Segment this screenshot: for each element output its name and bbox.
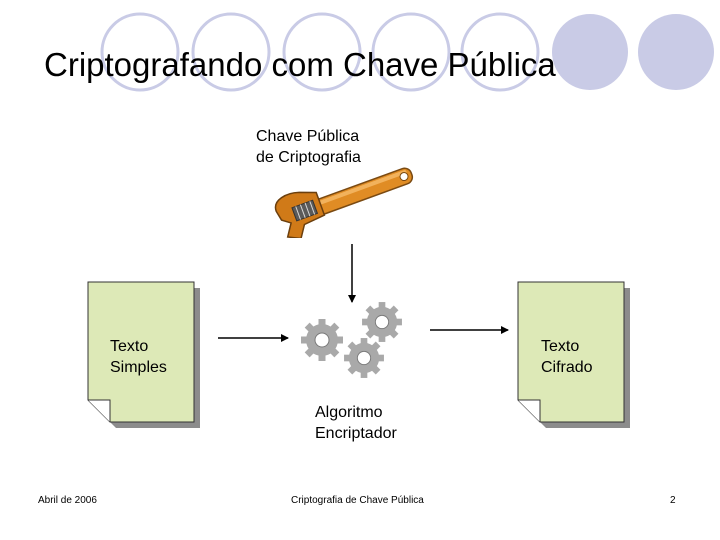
plain-text-label: Texto Simples [110,336,167,378]
slide-title: Criptografando com Chave Pública [44,46,556,84]
page-number: 2 [670,495,676,506]
wrench-icon [268,158,428,238]
algorithm-label-line-1: Algoritmo [315,402,397,423]
footer-date: Abril de 2006 [38,495,97,506]
footer-title: Criptografia de Chave Pública [291,495,424,506]
public-key-label-line-1: Chave Pública [256,126,361,147]
cipher-text-label-line-2: Cifrado [541,357,593,378]
plain-text-label-line-2: Simples [110,357,167,378]
plain-text-label-line-1: Texto [110,336,167,357]
algorithm-label: Algoritmo Encriptador [315,402,397,444]
cipher-text-label: Texto Cifrado [541,336,593,378]
gears-icon [292,298,412,382]
cipher-text-label-line-1: Texto [541,336,593,357]
algorithm-label-line-2: Encriptador [315,423,397,444]
